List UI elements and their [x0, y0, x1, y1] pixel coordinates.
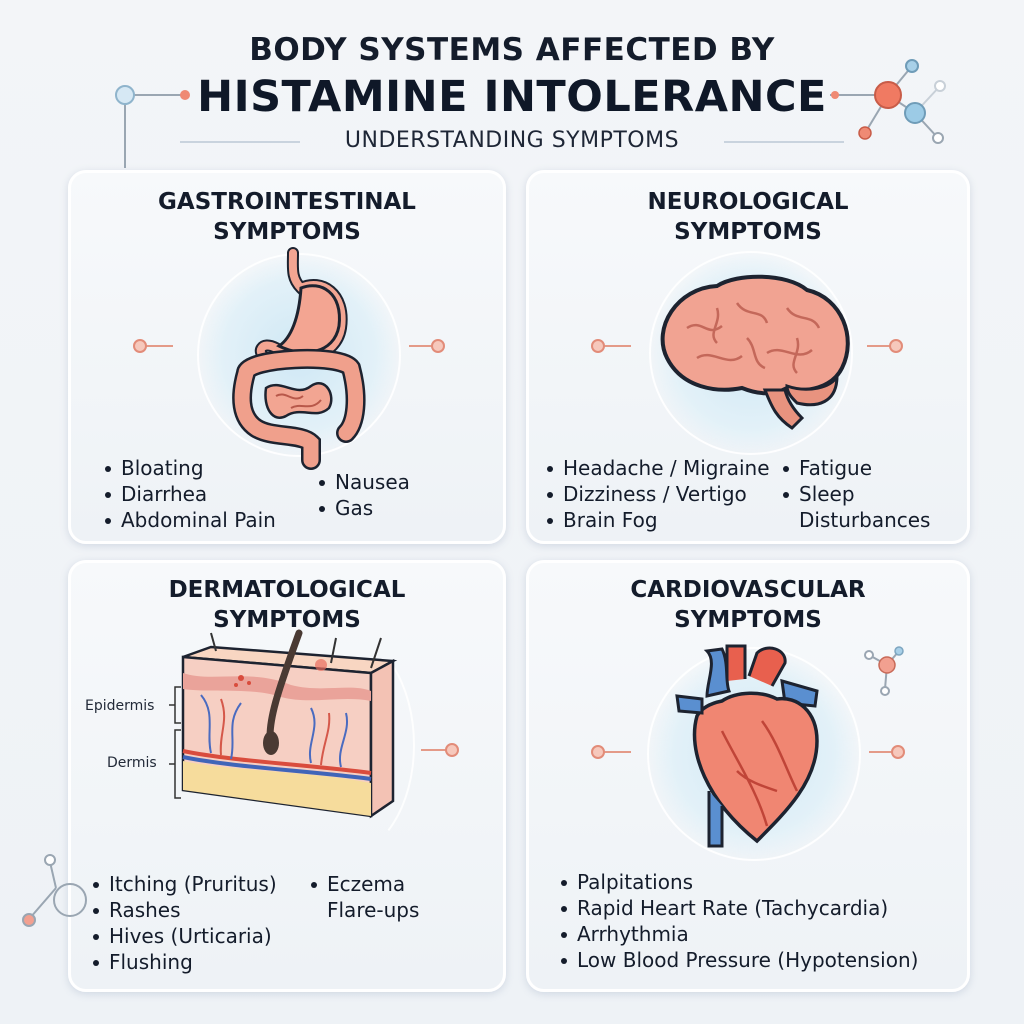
symptom-item: Fatigue: [781, 455, 930, 481]
symptom-item: Rashes: [91, 897, 277, 923]
symptom-item: Sleep: [781, 481, 930, 507]
card-title-line-2: SYMPTOMS: [674, 607, 822, 633]
brain-icon: [660, 274, 850, 430]
symptom-item: Hives (Urticaria): [91, 923, 277, 949]
card-title-line-2: SYMPTOMS: [674, 219, 822, 245]
connector-dot-left: [591, 745, 605, 759]
connector-dot-right: [891, 745, 905, 759]
symptom-item: Low Blood Pressure (Hypotension): [559, 947, 918, 973]
molecule-left-icon: [115, 85, 190, 168]
illustration-ring: [271, 633, 415, 857]
stomach-intestines-icon: [232, 247, 366, 470]
symptom-item: Diarrhea: [103, 481, 276, 507]
connector-right: [869, 751, 899, 753]
symptom-list-col2: Nausea Gas: [317, 469, 410, 521]
title-line-2: HISTAMINE INTOLERANCE: [197, 72, 827, 122]
connector-dot-left: [591, 339, 605, 353]
connector-left: [601, 751, 631, 753]
symptom-item: Itching (Pruritus): [91, 871, 277, 897]
connector-dot-right: [445, 743, 459, 757]
card-title-line-1: DERMATOLOGICAL: [168, 577, 406, 603]
symptom-item: Brain Fog: [545, 507, 770, 533]
symptom-item: Dizziness / Vertigo: [545, 481, 770, 507]
card-cardiovascular: CARDIOVASCULAR SYMPTOMS Palpitations Rap…: [526, 560, 970, 992]
symptom-item: Palpitations: [559, 869, 918, 895]
symptom-list-col1: Palpitations Rapid Heart Rate (Tachycard…: [559, 869, 918, 973]
connector-left: [143, 345, 173, 347]
connector-dot-right: [889, 339, 903, 353]
symptom-item: Bloating: [103, 455, 276, 481]
symptom-item-continued: Disturbances: [799, 508, 931, 532]
heart-icon: [675, 644, 819, 848]
connector-right: [421, 749, 449, 751]
header: BODY SYSTEMS AFFECTED BY HISTAMINE INTOL…: [0, 0, 1024, 170]
label-epidermis: Epidermis: [85, 698, 155, 714]
card-title-line-2: SYMPTOMS: [213, 607, 361, 633]
symptom-item-continued: Flare-ups: [327, 898, 420, 922]
bracket-epidermis-icon: [169, 686, 181, 724]
connector-dot-right: [431, 339, 445, 353]
card-gastrointestinal: GASTROINTESTINAL SYMPTOMS Bloating Diarr…: [68, 170, 506, 544]
connector-right: [867, 345, 897, 347]
connector-right: [409, 345, 439, 347]
symptom-item: Arrhythmia: [559, 921, 918, 947]
card-title-line-1: GASTROINTESTINAL: [158, 189, 416, 215]
symptom-list-col2: Fatigue Sleep Disturbances: [781, 455, 930, 533]
symptom-item: Flushing: [91, 949, 277, 975]
molecule-small-icon: [864, 646, 904, 696]
card-dermatological: DERMATOLOGICAL SYMPTOMS Epidermis Dermis…: [68, 560, 506, 992]
symptom-list-col1: Bloating Diarrhea Abdominal Pain: [103, 455, 276, 533]
symptom-item: Nausea: [317, 469, 410, 495]
symptom-item: Rapid Heart Rate (Tachycardia): [559, 895, 918, 921]
label-dermis: Dermis: [107, 755, 157, 771]
symptom-item: Headache / Migraine: [545, 455, 770, 481]
card-neurological: NEUROLOGICAL SYMPTOMS Headache / Migrain…: [526, 170, 970, 544]
connector-dot-left: [133, 339, 147, 353]
symptom-list-col1: Headache / Migraine Dizziness / Vertigo …: [545, 455, 770, 533]
molecule-right-icon: [830, 59, 946, 144]
symptom-list-col2: Eczema Flare-ups: [309, 871, 419, 923]
subtitle: UNDERSTANDING SYMPTOMS: [344, 128, 680, 153]
card-title-line-1: CARDIOVASCULAR: [630, 577, 866, 603]
symptom-item: Gas: [317, 495, 410, 521]
molecule-bottom-left-icon: [22, 854, 87, 927]
connector-left: [601, 345, 631, 347]
subtitle-divider-right: [724, 141, 844, 143]
card-title-line-2: SYMPTOMS: [213, 219, 361, 245]
subtitle-divider-left: [180, 141, 300, 143]
skin-cross-section-icon: [181, 629, 398, 819]
symptom-item: Abdominal Pain: [103, 507, 276, 533]
symptom-list-col1: Itching (Pruritus) Rashes Hives (Urticar…: [91, 871, 277, 975]
symptom-item: Eczema: [309, 871, 419, 897]
bracket-dermis-icon: [169, 729, 181, 799]
title-line-1: BODY SYSTEMS AFFECTED BY: [249, 32, 775, 68]
card-title-line-1: NEUROLOGICAL: [647, 189, 849, 215]
